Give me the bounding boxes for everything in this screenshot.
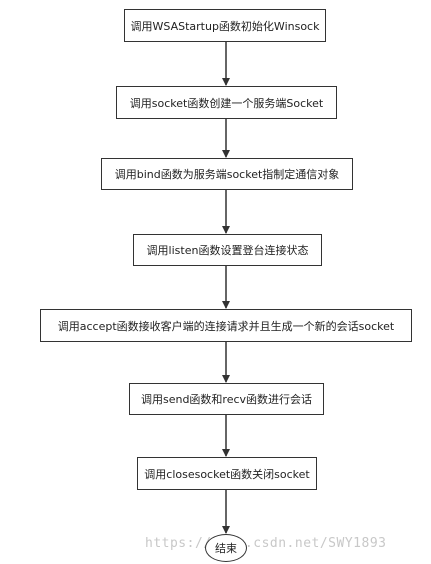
step-wsastartup: 调用WSAStartup函数初始化Winsock xyxy=(124,9,326,42)
step-socket: 调用socket函数创建一个服务端Socket xyxy=(116,86,337,119)
watermark: https://blog.csdn.net/SWY1893 xyxy=(145,536,387,551)
step-bind: 调用bind函数为服务端socket指制定通信对象 xyxy=(101,158,353,190)
step-listen: 调用listen函数设置登台连接状态 xyxy=(133,234,322,266)
step-send-recv: 调用send函数和recv函数进行会话 xyxy=(129,383,324,415)
end-terminal: 结束 xyxy=(205,534,247,562)
step-closesocket: 调用closesocket函数关闭socket xyxy=(137,457,317,490)
step-accept: 调用accept函数接收客户端的连接请求并且生成一个新的会话socket xyxy=(40,309,412,342)
